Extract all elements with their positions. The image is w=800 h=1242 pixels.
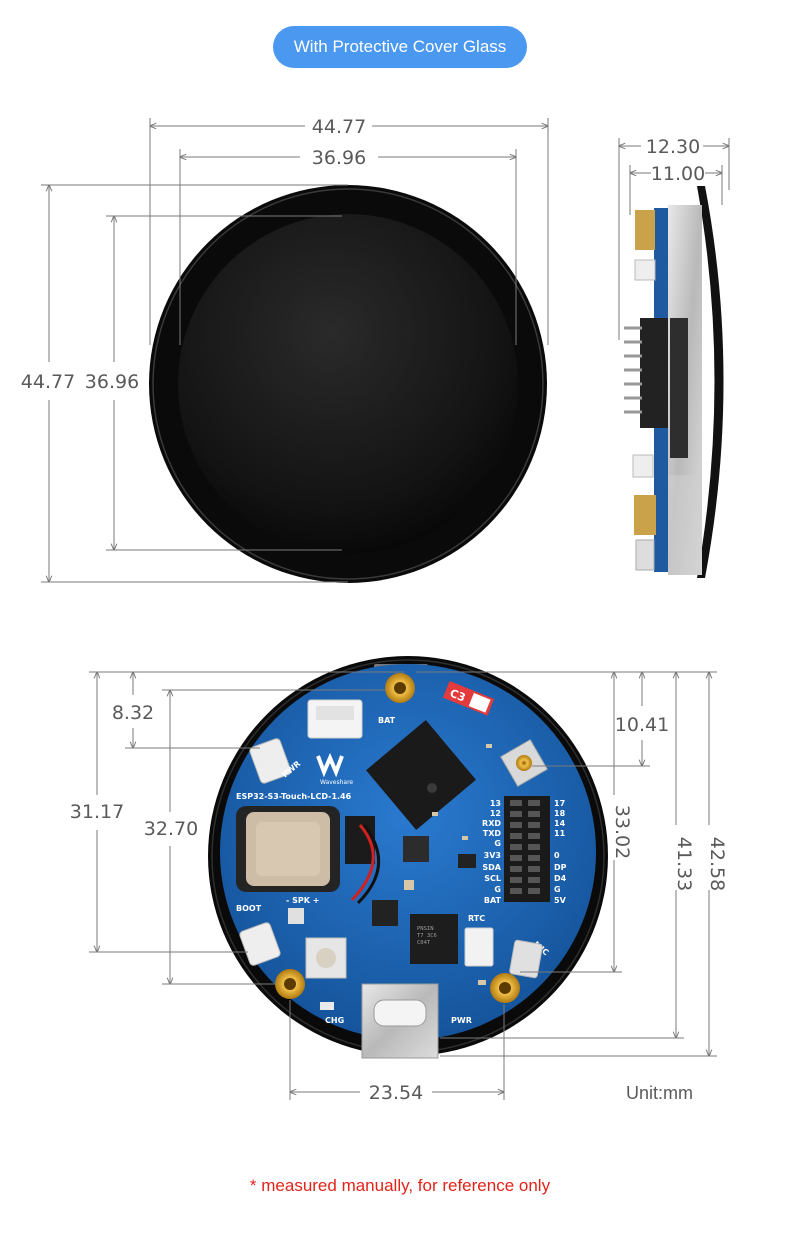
model-label: ESP32-S3-Touch-LCD-1.46 — [236, 792, 352, 801]
fpc-marking: C3 — [448, 687, 467, 705]
back-dim-32-70: 32.70 — [144, 818, 198, 840]
label-pwr-bottom: PWR — [451, 1016, 472, 1025]
svg-text:C04T: C04T — [417, 940, 431, 946]
back-dim-23-54: 23.54 — [369, 1082, 423, 1104]
label-boot: BOOT — [236, 904, 262, 913]
svg-text:3V3: 3V3 — [484, 851, 501, 860]
front-width-outer: 44.77 — [312, 116, 366, 138]
side-depth-outer: 12.30 — [646, 136, 700, 158]
side-glass — [697, 186, 724, 578]
svg-text:18: 18 — [554, 809, 566, 818]
back-dim-41-33: 41.33 — [673, 837, 695, 891]
label-rtc: RTC — [468, 914, 485, 923]
front-view: 44.77 36.96 44.77 36.96 — [21, 116, 548, 583]
side-depth-inner: 11.00 — [651, 163, 705, 185]
brand-label: Waveshare — [320, 779, 353, 786]
side-connector-top — [635, 210, 655, 250]
svg-text:13: 13 — [490, 799, 501, 808]
back-dim-42-58: 42.58 — [706, 837, 728, 891]
svg-text:11: 11 — [554, 829, 566, 838]
label-spk: - SPK + — [286, 896, 319, 905]
back-view: BAT C3 PWR Waveshare ESP32-S3-Touch-LCD-… — [70, 656, 728, 1104]
front-width-inner: 36.96 — [312, 147, 366, 169]
fpc-marker: C3 — [442, 680, 495, 716]
svg-text:PNSIN: PNSIN — [417, 926, 434, 932]
side-pin-header — [640, 318, 668, 428]
back-dim-8-32: 8.32 — [112, 702, 154, 724]
svg-text:5V: 5V — [554, 896, 567, 905]
pin-labels-left: 13 12 RXD TXD G 3V3 SDA SCL G BAT — [482, 799, 502, 905]
svg-text:RXD: RXD — [482, 819, 501, 828]
back-dim-33-02: 33.02 — [611, 805, 633, 859]
svg-text:12: 12 — [490, 809, 501, 818]
svg-text:BAT: BAT — [484, 896, 502, 905]
svg-text:G: G — [494, 839, 501, 848]
svg-text:G: G — [494, 885, 501, 894]
pin-header-pins — [510, 800, 540, 894]
back-dim-10-41: 10.41 — [615, 714, 669, 736]
label-chg: CHG — [325, 1016, 344, 1025]
svg-text:17: 17 — [554, 799, 565, 808]
pwr-button-top — [249, 738, 292, 784]
front-height-inner: 36.96 — [85, 371, 139, 393]
esp32-chip — [366, 720, 476, 830]
back-dim-31-17: 31.17 — [70, 801, 124, 823]
svg-text:SCL: SCL — [484, 874, 501, 883]
imu-chip — [403, 836, 429, 862]
pin-labels-right: 17 18 14 11 0 DP D4 G 5V — [554, 799, 567, 905]
rtc-chip — [410, 914, 458, 964]
bezel-highlight — [152, 188, 544, 580]
svg-text:G: G — [554, 885, 561, 894]
side-view: 12.30 11.00 — [619, 136, 729, 578]
cover-glass-badge: With Protective Cover Glass — [273, 26, 527, 68]
microphone — [509, 939, 543, 979]
rtc-connector — [464, 927, 494, 967]
svg-text:SDA: SDA — [482, 863, 501, 872]
svg-text:TXD: TXD — [483, 829, 502, 838]
label-bat: BAT — [378, 716, 396, 725]
front-display — [178, 214, 518, 554]
unit-label: Unit:mm — [626, 1083, 693, 1103]
side-header-pins — [624, 326, 642, 414]
waveshare-logo: Waveshare — [316, 752, 353, 786]
svg-text:14: 14 — [554, 819, 566, 828]
boot-button — [239, 922, 281, 966]
svg-text:DP: DP — [554, 863, 567, 872]
measurement-note: * measured manually, for reference only — [249, 1176, 551, 1195]
svg-text:T7 3C6: T7 3C6 — [417, 933, 437, 939]
svg-text:D4: D4 — [554, 874, 567, 883]
front-height-outer: 44.77 — [21, 371, 75, 393]
svg-text:0: 0 — [554, 851, 560, 860]
side-connector-bottom — [634, 495, 656, 535]
